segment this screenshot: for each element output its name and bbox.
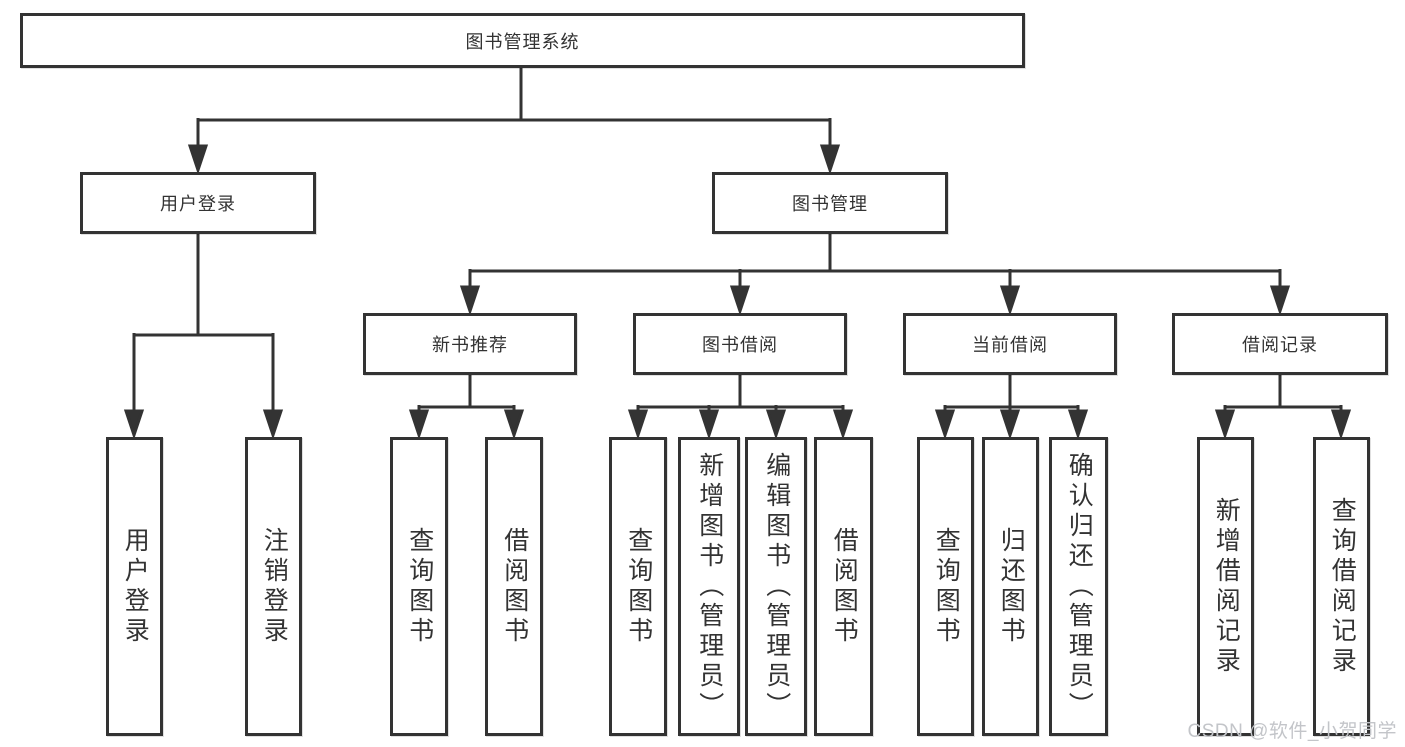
leaf-query-books-1: 查询图书 xyxy=(390,437,448,736)
leaf-query-borrow-record: 查询借阅记录 xyxy=(1313,437,1370,736)
node-label: 查询借阅记录 xyxy=(1328,496,1357,677)
node-new-book-recommend: 新书推荐 xyxy=(363,313,577,375)
node-label: 用户登录 xyxy=(160,194,236,214)
node-label: 查询图书 xyxy=(405,526,434,647)
leaf-edit-books-admin: 编辑图书（管理员） xyxy=(745,437,807,736)
node-label: 借阅图书 xyxy=(830,526,859,647)
node-user-login-branch: 用户登录 xyxy=(80,172,316,234)
leaf-user-login: 用户登录 xyxy=(106,437,163,736)
node-root-system: 图书管理系统 xyxy=(20,13,1025,68)
node-label: 注销登录 xyxy=(260,526,289,647)
node-label: 图书借阅 xyxy=(702,335,778,355)
node-label: 查询图书 xyxy=(932,526,961,647)
leaf-add-books-admin: 新增图书（管理员） xyxy=(678,437,740,736)
leaf-logout: 注销登录 xyxy=(245,437,302,736)
node-label: 确认归还（管理员） xyxy=(1065,451,1094,722)
leaf-borrow-books-2: 借阅图书 xyxy=(814,437,873,736)
node-label: 编辑图书（管理员） xyxy=(762,451,791,722)
node-label: 图书管理 xyxy=(792,194,868,214)
node-label: 借阅图书 xyxy=(500,526,529,647)
node-label: 新增图书（管理员） xyxy=(695,451,724,722)
node-label: 图书管理系统 xyxy=(465,31,580,52)
node-book-management-branch: 图书管理 xyxy=(712,172,948,234)
node-label: 用户登录 xyxy=(121,526,150,647)
node-current-borrow: 当前借阅 xyxy=(903,313,1117,375)
leaf-query-books-2: 查询图书 xyxy=(609,437,667,736)
node-book-borrow: 图书借阅 xyxy=(633,313,847,375)
watermark: CSDN @软件_小贺同学 xyxy=(1187,721,1397,742)
leaf-return-books: 归还图书 xyxy=(982,437,1039,736)
node-label: 借阅记录 xyxy=(1242,335,1318,355)
node-borrow-records: 借阅记录 xyxy=(1172,313,1388,375)
leaf-borrow-books-1: 借阅图书 xyxy=(485,437,543,736)
leaf-query-books-3: 查询图书 xyxy=(917,437,974,736)
leaf-confirm-return-admin: 确认归还（管理员） xyxy=(1049,437,1108,736)
node-label: 查询图书 xyxy=(624,526,653,647)
node-label: 当前借阅 xyxy=(972,335,1048,355)
leaf-add-borrow-record: 新增借阅记录 xyxy=(1197,437,1254,736)
node-label: 归还图书 xyxy=(997,526,1026,647)
node-label: 新书推荐 xyxy=(432,335,508,355)
node-label: 新增借阅记录 xyxy=(1212,496,1241,677)
